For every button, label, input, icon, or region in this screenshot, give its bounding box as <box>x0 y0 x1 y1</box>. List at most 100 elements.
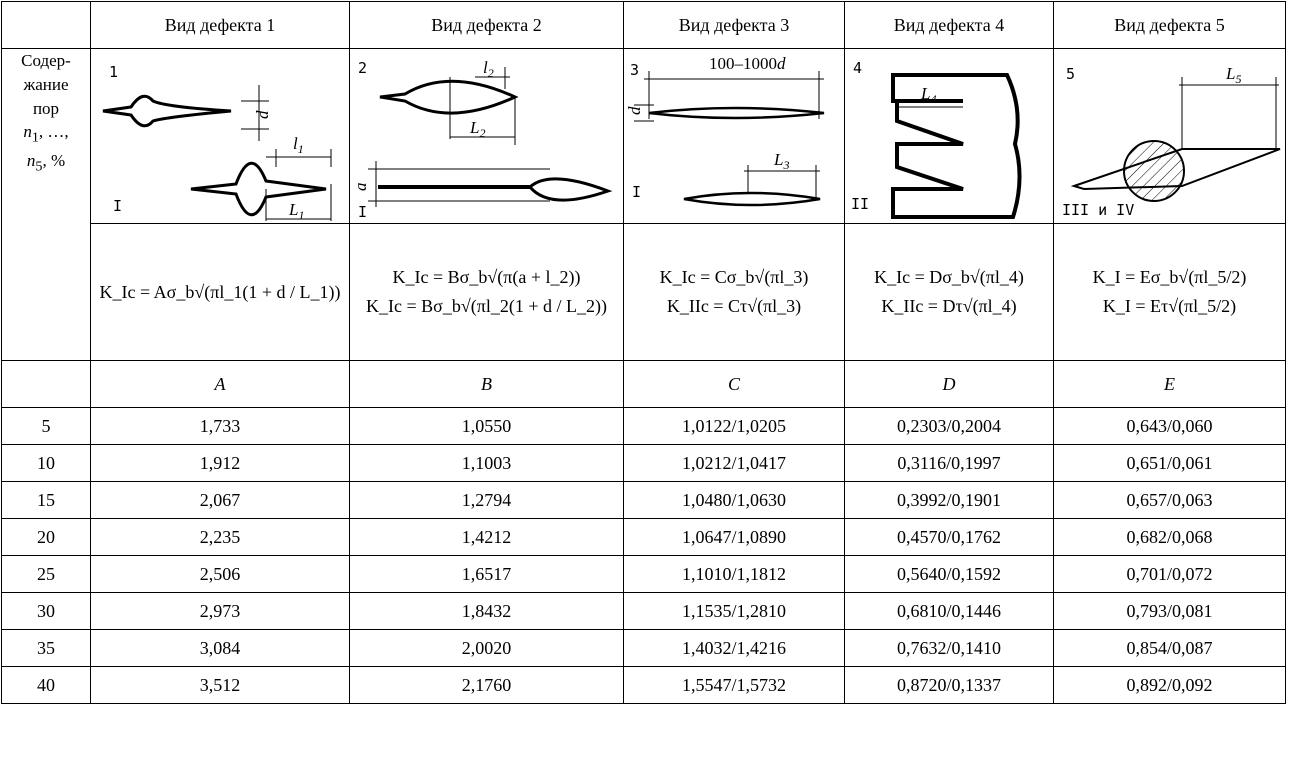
pore-content-cell: 20 <box>1 518 91 556</box>
fig1-L1-label: L1 <box>288 200 304 221</box>
pore-content-cell: 10 <box>1 444 91 482</box>
coef-b-cell: 1,0550 <box>349 407 624 445</box>
formula-2-line1: K_Ic = Bσ_b√(π(a + l_2)) <box>392 267 581 288</box>
fig1-d-label: d <box>253 110 272 119</box>
coef-c-cell: 1,0122/1,0205 <box>623 407 845 445</box>
coefficient-letter-row: A B C D E <box>1 360 1286 408</box>
side-label-line2: жание <box>23 74 69 94</box>
fig3-L3-label: L3 <box>773 150 789 172</box>
coef-b-cell: 1,6517 <box>349 555 624 593</box>
coef-letter-c: C <box>623 360 845 408</box>
coef-b-cell: 1,8432 <box>349 592 624 630</box>
coef-a-cell: 2,235 <box>90 518 350 556</box>
coef-c-cell: 1,5547/1,5732 <box>623 666 845 704</box>
header-empty-cell <box>1 1 91 49</box>
pore-content-cell: 30 <box>1 592 91 630</box>
coef-letter-e: E <box>1053 360 1286 408</box>
pore-content-cell: 5 <box>1 407 91 445</box>
formula-defect-3: K_Ic = Cσ_b√(πl_3) K_IIc = Cτ√(πl_3) <box>623 223 845 361</box>
header-defect-2: Вид дефекта 2 <box>349 1 624 49</box>
pore-content-cell: 25 <box>1 555 91 593</box>
coef-d-cell: 0,2303/0,2004 <box>844 407 1054 445</box>
coef-c-cell: 1,4032/1,4216 <box>623 629 845 667</box>
coef-letter-a: A <box>90 360 350 408</box>
header-defect-3: Вид дефекта 3 <box>623 1 845 49</box>
coef-e-cell: 0,793/0,081 <box>1053 592 1286 630</box>
coef-d-cell: 0,6810/0,1446 <box>844 592 1054 630</box>
coef-d-cell: 0,5640/0,1592 <box>844 555 1054 593</box>
fig3-range-label: 100–1000d <box>709 54 786 73</box>
formula-row: K_Ic = Aσ_b√(πl_1(1 + d / L_1)) K_Ic = B… <box>2 223 1286 361</box>
coef-e-cell: 0,854/0,087 <box>1053 629 1286 667</box>
defect-2-diagram: 2 l2 L2 a I <box>351 58 613 221</box>
coef-c-cell: 1,0480/1,0630 <box>623 481 845 519</box>
coef-b-cell: 1,4212 <box>349 518 624 556</box>
fig4-L4-label: L4 <box>920 84 936 106</box>
figure-defect-4-cell: 4 L4 II <box>844 48 1054 224</box>
fig5-roman: III и IV <box>1062 201 1134 219</box>
pore-content-cell: 35 <box>1 629 91 667</box>
coef-b-cell: 2,1760 <box>349 666 624 704</box>
coef-a-cell: 3,512 <box>90 666 350 704</box>
formula-defect-1: K_Ic = Aσ_b√(πl_1(1 + d / L_1)) <box>90 223 350 361</box>
figure-defect-5-cell: 5 L5 III и IV <box>1053 48 1286 224</box>
coef-b-cell: 1,2794 <box>349 481 624 519</box>
fig3-d-label: d <box>625 106 644 115</box>
coef-b-cell: 1,1003 <box>349 444 624 482</box>
coef-e-cell: 0,682/0,068 <box>1053 518 1286 556</box>
coef-a-cell: 1,733 <box>90 407 350 445</box>
fig5-number: 5 <box>1066 65 1075 83</box>
coef-e-cell: 0,892/0,092 <box>1053 666 1286 704</box>
coef-c-cell: 1,0647/1,0890 <box>623 518 845 556</box>
side-label-line3: пор <box>32 98 60 118</box>
formula-3-line2: K_IIc = Cτ√(πl_3) <box>666 296 802 316</box>
formula-defect-2: K_Ic = Bσ_b√(π(a + l_2)) K_Ic = Bσ_b√(πl… <box>349 223 624 361</box>
coef-d-cell: 0,8720/0,1337 <box>844 666 1054 704</box>
fig3-roman: I <box>632 183 641 201</box>
formula-2-line2: K_Ic = Bσ_b√(πl_2(1 + d / L_2)) <box>366 296 607 316</box>
fig2-a-label: a <box>351 183 370 192</box>
coef-a-cell: 2,973 <box>90 592 350 630</box>
formula-5-line2: K_I = Eτ√(πl_5/2) <box>1102 296 1237 316</box>
header-defect-1: Вид дефекта 1 <box>90 1 350 49</box>
fig1-roman: I <box>113 197 122 215</box>
formula-defect-5: K_I = Eσ_b√(πl_5/2) K_I = Eτ√(πl_5/2) <box>1053 223 1286 361</box>
coef-c-cell: 1,0212/1,0417 <box>623 444 845 482</box>
formula-4-line2: K_IIc = Dτ√(πl_4) <box>881 296 1017 316</box>
fig5-L5-label: L5 <box>1225 64 1241 86</box>
coef-e-cell: 0,651/0,061 <box>1053 444 1286 482</box>
side-label-line1: Содер- <box>21 51 71 70</box>
coef-a-cell: 2,067 <box>90 481 350 519</box>
formula-4-line1: K_Ic = Dσ_b√(πl_4) <box>874 267 1024 288</box>
figure-row: Содер- жание пор n1, …, n5, % 1 d l1 <box>1 48 1286 361</box>
coef-a-cell: 2,506 <box>90 555 350 593</box>
coef-e-cell: 0,657/0,063 <box>1053 481 1286 519</box>
pore-content-label: Содер- жание пор n1, …, n5, % <box>1 48 91 361</box>
fig4-number: 4 <box>853 59 862 77</box>
header-defect-4: Вид дефекта 4 <box>844 1 1054 49</box>
coef-e-cell: 0,701/0,072 <box>1053 555 1286 593</box>
fig2-number: 2 <box>358 59 367 77</box>
formula-5-line1: K_I = Eσ_b√(πl_5/2) <box>1092 267 1247 288</box>
coef-letter-b: B <box>349 360 624 408</box>
coef-a-cell: 1,912 <box>90 444 350 482</box>
header-defect-5: Вид дефекта 5 <box>1053 1 1286 49</box>
fig1-l1-label: l1 <box>293 134 304 156</box>
coef-d-cell: 0,7632/0,1410 <box>844 629 1054 667</box>
defect-3-diagram: 3 100–1000d d L3 I <box>625 54 825 207</box>
side-label-n5: n <box>26 150 36 170</box>
coef-b-cell: 2,0020 <box>349 629 624 667</box>
coef-a-cell: 3,084 <box>90 629 350 667</box>
side-label-ellipsis: , …, <box>38 122 69 142</box>
side-label-n1-sub: 1 <box>31 129 39 146</box>
pore-content-cell: 15 <box>1 481 91 519</box>
defect-1-diagram: 1 d l1 L1 I <box>102 63 332 221</box>
figure-defect-2-cell: 2 l2 L2 a I <box>349 48 624 224</box>
defect-5-diagram: 5 L5 III и IV <box>1062 64 1281 219</box>
coef-letter-d: D <box>844 360 1054 408</box>
